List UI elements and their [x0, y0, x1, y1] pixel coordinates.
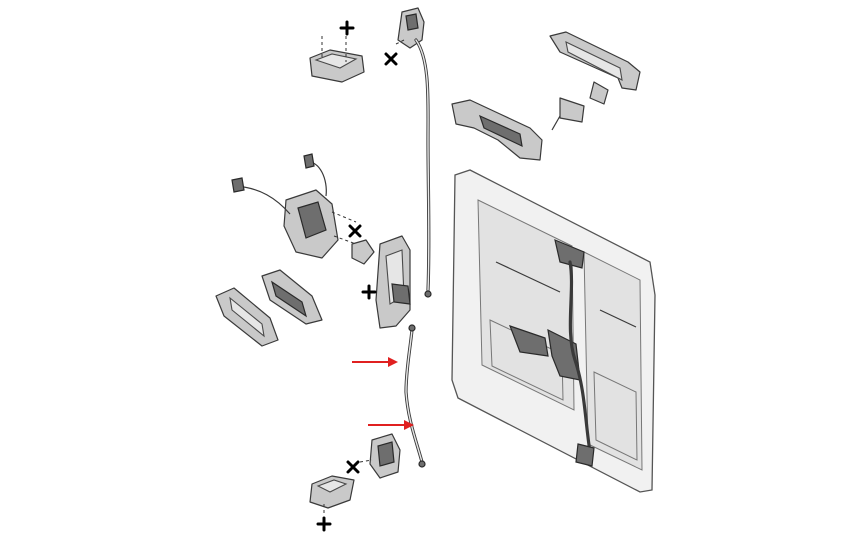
lower-lock-bracket	[309, 475, 355, 516]
interior-handle-bezel	[215, 287, 279, 347]
interior-handle-housing	[375, 235, 411, 329]
operating-cable	[414, 38, 432, 298]
lower-latch	[359, 433, 401, 479]
cross-mark-icon	[348, 224, 362, 238]
sliding-door-panel	[451, 169, 656, 493]
interior-handle	[261, 269, 323, 325]
cross-mark-icon	[384, 52, 398, 66]
lock-bracket	[309, 36, 365, 83]
cross-mark-icon	[316, 516, 332, 532]
handle-support-bracket	[451, 99, 543, 161]
cross-mark-icon	[346, 460, 360, 474]
cross-mark-icon	[361, 284, 377, 300]
cable-guide-clip	[351, 239, 375, 265]
cross-mark-icon	[339, 20, 355, 36]
upper-latch	[395, 7, 425, 49]
arrow-upper-icon	[352, 357, 398, 367]
arrow-lower-icon	[368, 420, 414, 430]
door-lock-mechanism	[231, 153, 357, 259]
lower-cable	[404, 324, 426, 468]
exterior-handle	[549, 31, 641, 131]
